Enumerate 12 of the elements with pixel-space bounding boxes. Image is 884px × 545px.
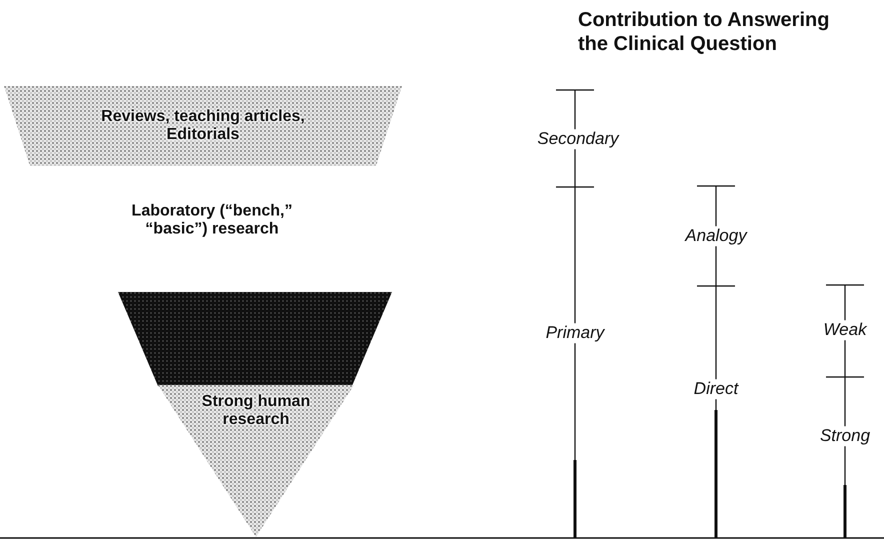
scale-label: Strong (820, 426, 870, 446)
funnel-band (4, 86, 402, 166)
scale-label: Secondary (537, 129, 619, 149)
funnel-band (158, 385, 354, 537)
scale-label: Analogy (685, 226, 747, 246)
scale-label: Primary (546, 323, 604, 343)
band-label: Strong human research (200, 393, 312, 430)
scale-label: Direct (694, 379, 738, 399)
scale-label: Weak (823, 320, 867, 340)
chart-title: Contribution to Answering the Clinical Question (578, 8, 830, 56)
funnel-band (118, 292, 392, 386)
band-label: Reviews, teaching articles, Editorials (100, 108, 306, 145)
